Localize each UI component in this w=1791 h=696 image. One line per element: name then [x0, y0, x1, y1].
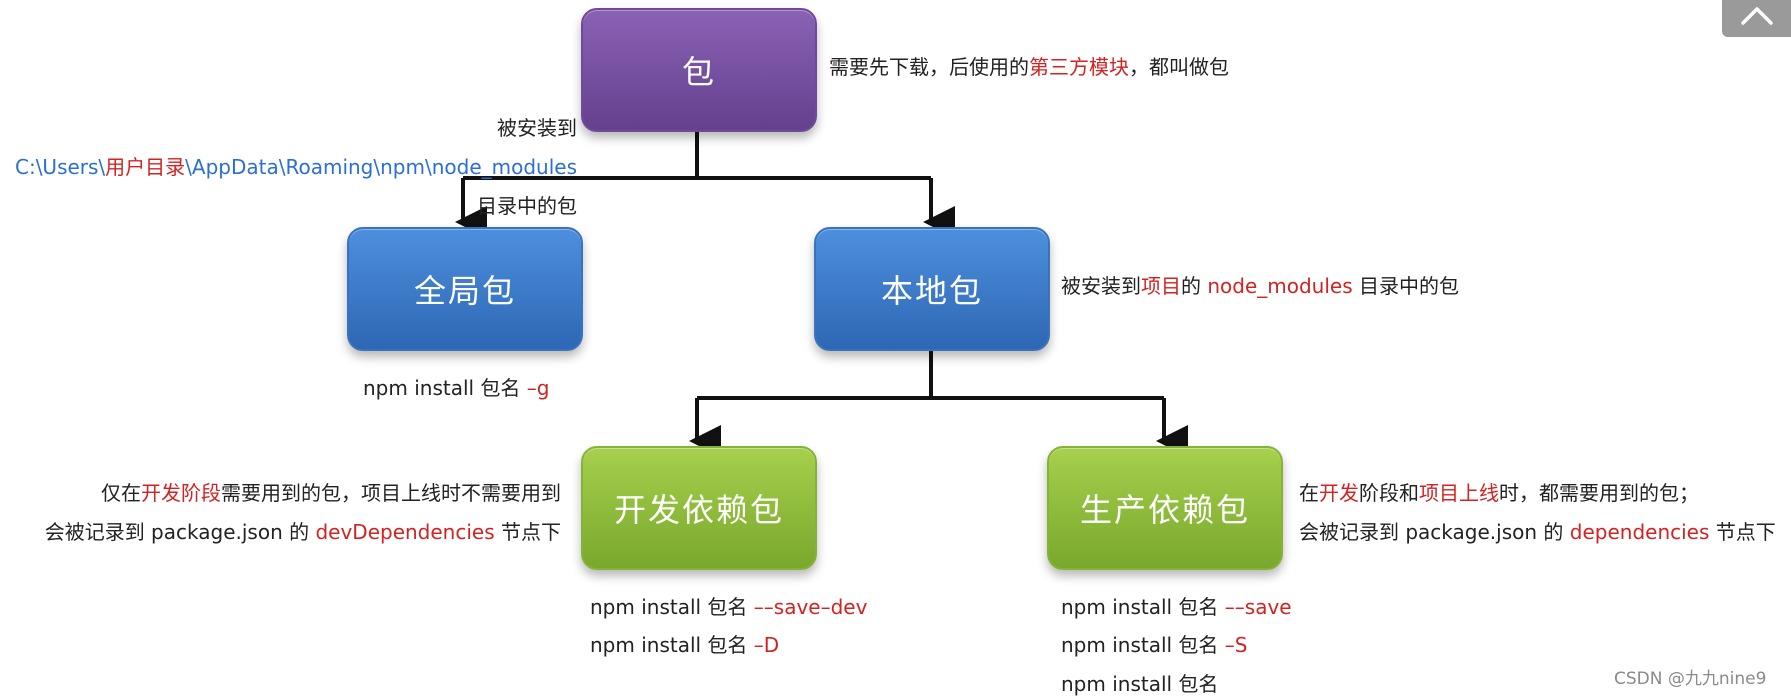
- prod-cmd1-flag: ––save: [1224, 595, 1292, 619]
- prod-desc-text-c: 阶段和: [1359, 481, 1419, 505]
- prod-install-command-short: npm install 包名 –S: [1061, 634, 1248, 656]
- watermark: CSDN @九九nine9: [1614, 669, 1767, 689]
- dev-description-line2: 会被记录到 package.json 的 devDependencies 节点下: [45, 521, 561, 543]
- dev-install-command: npm install 包名 ––save–dev: [590, 596, 867, 618]
- global-install-command: npm install 包名 –g: [363, 377, 550, 399]
- chevron-up-icon: [1740, 6, 1773, 25]
- prod-desc2-tail: 节点下: [1709, 520, 1776, 544]
- dev-desc2-text: 会被记录到 package.json 的: [44, 520, 316, 544]
- prod-desc2-key: dependencies: [1569, 520, 1710, 544]
- dev-desc-tail: 需要用到的包，项目上线时不需要用到: [221, 481, 561, 505]
- prod-dependency-node-label: 生产依赖包: [1079, 491, 1250, 529]
- dev-desc-highlight: 开发阶段: [141, 481, 221, 505]
- prod-desc-text-a: 在: [1299, 481, 1319, 505]
- global-cmd-flag: –g: [526, 376, 550, 400]
- local-description: 被安装到项目的 node_modules 目录中的包: [1061, 275, 1459, 297]
- package-node: 包: [581, 8, 817, 132]
- global-path-part3: \AppData\Roaming\npm\node_modules: [185, 155, 577, 179]
- prod-install-command-plain: npm install 包名: [1061, 673, 1218, 695]
- prod-dependency-node: 生产依赖包: [1047, 446, 1283, 570]
- global-install-label-bottom: 目录中的包: [477, 194, 577, 218]
- dev-install-command-short: npm install 包名 –D: [590, 634, 779, 656]
- prod-cmd2-flag: –S: [1224, 633, 1248, 657]
- global-install-path: C:\Users\用户目录\AppData\Roaming\npm\node_m…: [15, 156, 577, 178]
- prod-install-command: npm install 包名 ––save: [1061, 596, 1292, 618]
- local-desc-node-modules: node_modules: [1207, 274, 1353, 298]
- dev-dependency-node-label: 开发依赖包: [613, 491, 784, 529]
- dev-desc2-key: devDependencies: [315, 520, 495, 544]
- package-desc-highlight: 第三方模块: [1029, 55, 1129, 79]
- dev-dependency-node: 开发依赖包: [581, 446, 817, 570]
- local-package-node: 本地包: [814, 227, 1050, 351]
- local-desc-project: 项目: [1141, 274, 1181, 298]
- dev-cmd2-flag: –D: [753, 633, 780, 657]
- dev-cmd2-text: npm install 包名: [590, 633, 754, 657]
- global-cmd-text: npm install 包名: [363, 376, 527, 400]
- global-package-node: 全局包: [347, 227, 583, 351]
- local-desc-tail: 目录中的包: [1352, 274, 1460, 298]
- prod-desc-online: 项目上线: [1419, 481, 1499, 505]
- prod-description-line2: 会被记录到 package.json 的 dependencies 节点下: [1299, 521, 1776, 543]
- prod-desc2-text: 会被记录到 package.json 的: [1299, 520, 1570, 544]
- prod-cmd2-text: npm install 包名: [1061, 633, 1225, 657]
- package-desc-text: 需要先下载，后使用的: [829, 55, 1029, 79]
- global-path-user-dir: 用户目录: [105, 155, 186, 179]
- global-install-label-top: 被安装到: [497, 116, 577, 140]
- prod-cmd3-text: npm install 包名: [1061, 672, 1219, 696]
- prod-desc-dev: 开发: [1319, 481, 1359, 505]
- close-button[interactable]: [1722, 0, 1791, 37]
- dev-desc-text: 仅在: [101, 481, 141, 505]
- dev-desc2-tail: 节点下: [494, 520, 561, 544]
- global-path-part1: C:\Users\: [14, 155, 106, 179]
- prod-description-line1: 在开发阶段和项目上线时，都需要用到的包；: [1299, 482, 1699, 504]
- local-desc-text: 被安装到: [1061, 274, 1141, 298]
- global-package-node-label: 全局包: [413, 272, 516, 310]
- package-description: 需要先下载，后使用的第三方模块，都叫做包: [829, 56, 1229, 78]
- dev-cmd1-text: npm install 包名: [590, 595, 754, 619]
- local-package-node-label: 本地包: [880, 272, 983, 310]
- prod-cmd1-text: npm install 包名: [1061, 595, 1225, 619]
- package-desc-tail: ，都叫做包: [1129, 55, 1229, 79]
- dev-description-line1: 仅在开发阶段需要用到的包，项目上线时不需要用到: [101, 482, 561, 504]
- dev-cmd1-flag: ––save–dev: [753, 595, 868, 619]
- local-desc-of: 的: [1181, 274, 1208, 298]
- prod-desc-tail: 时，都需要用到的包；: [1499, 481, 1699, 505]
- package-node-label: 包: [681, 53, 716, 91]
